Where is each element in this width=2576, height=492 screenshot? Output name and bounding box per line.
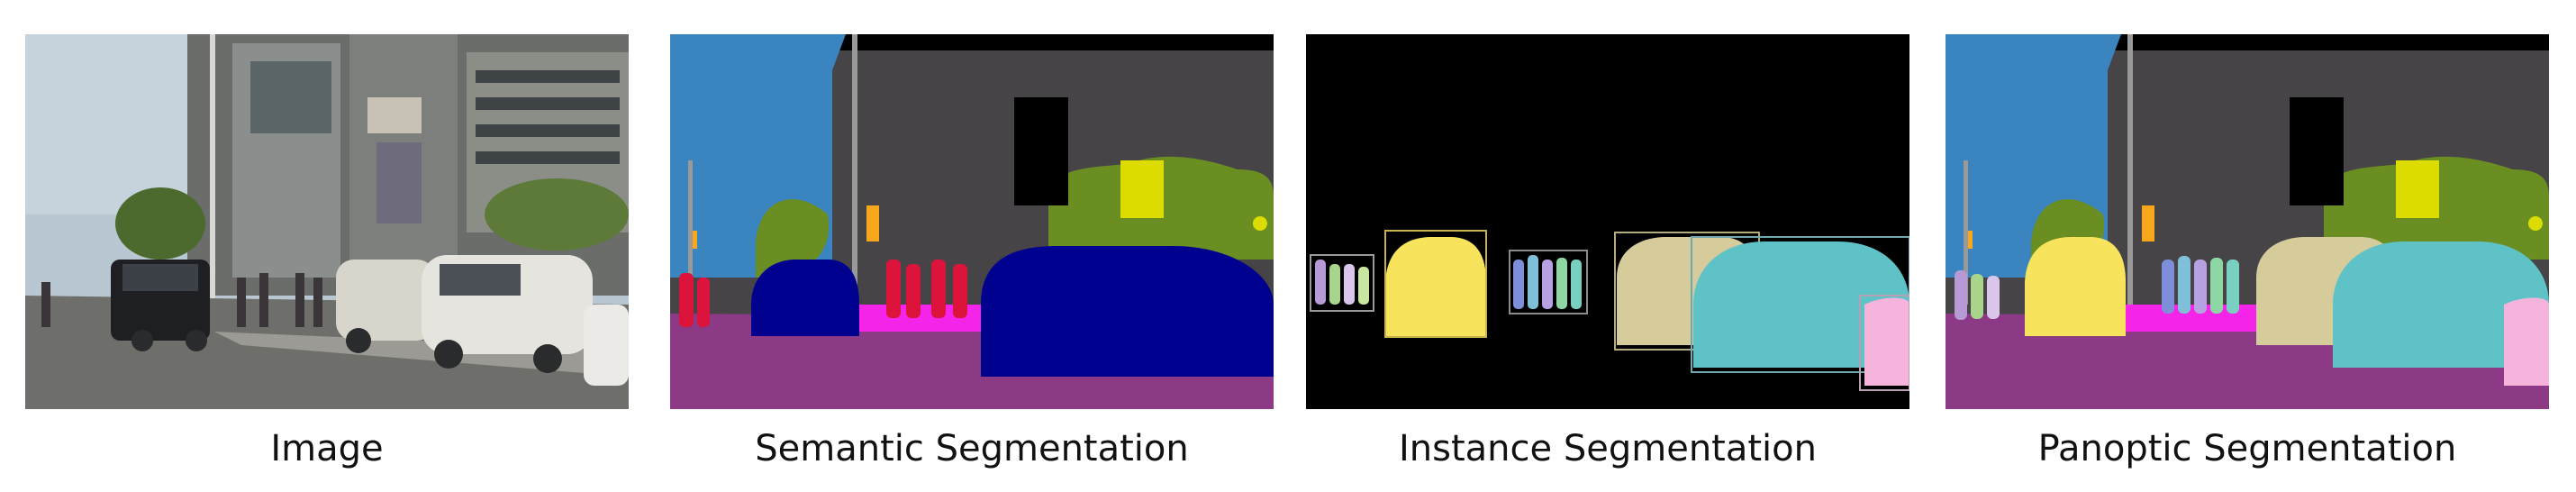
caption-instance-segmentation: Instance Segmentation xyxy=(1399,428,1817,469)
panoptic-mask xyxy=(1946,34,2549,409)
panel-panoptic-segmentation xyxy=(1946,34,2549,409)
panel-image xyxy=(25,34,629,409)
instance-mask xyxy=(1306,34,1909,409)
semantic-mask xyxy=(670,34,1274,409)
caption-semantic-segmentation: Semantic Segmentation xyxy=(755,428,1189,469)
caption-panoptic-segmentation: Panoptic Segmentation xyxy=(2037,428,2457,469)
panel-semantic-segmentation xyxy=(670,34,1274,409)
street-photo xyxy=(25,34,629,409)
panel-instance-segmentation xyxy=(1306,34,1909,409)
caption-image: Image xyxy=(270,428,384,469)
